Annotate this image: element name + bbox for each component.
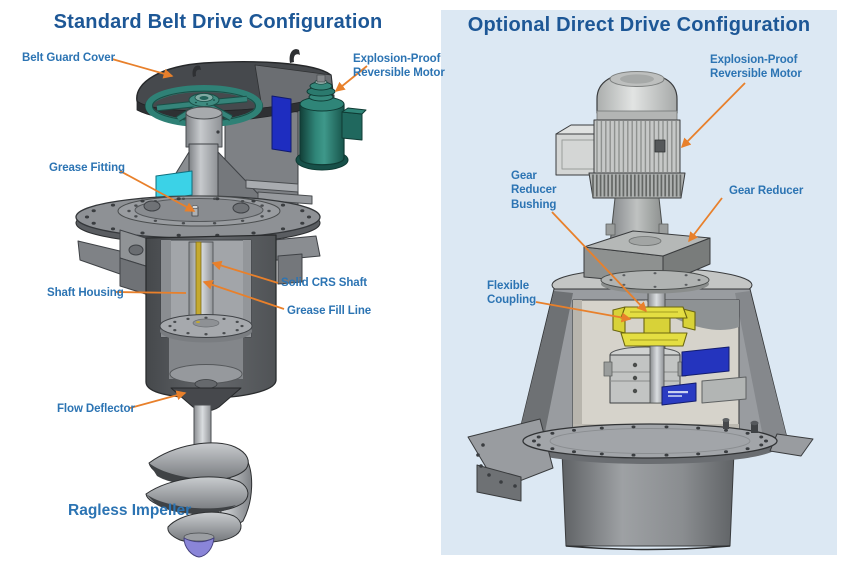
label-grease-fill-line: Grease Fill Line [287, 305, 372, 317]
dd-motor-part [555, 71, 686, 199]
leader-lines-left [111, 58, 368, 409]
label-belt-guard-cover: Belt Guard Cover [22, 52, 115, 64]
grease-fill-line-part [195, 241, 202, 322]
gear-reducer-part [583, 197, 711, 294]
lifting-hook-icon [289, 49, 300, 63]
direct-drive-illustration [467, 71, 814, 551]
lower-housing-part [561, 451, 735, 551]
left-panel-title: Standard Belt Drive Configuration [53, 11, 383, 33]
label-grease-fitting: Grease Fitting [49, 162, 125, 174]
motor-fan-ring [588, 172, 686, 199]
label-flexible-coupling: Flexible Coupling [487, 280, 537, 307]
label-gear-reducer: Gear Reducer [729, 185, 804, 197]
label-solid-crs-shaft: Solid CRS Shaft [281, 277, 368, 289]
nameplate-blue [661, 382, 697, 406]
shaft-housing-part [145, 234, 277, 399]
label-explosion-proof-motor: Explosion-Proof Reversible Motor [710, 54, 802, 81]
label-flow-deflector: Flow Deflector [57, 403, 135, 415]
label-ragless-impeller: Ragless Impeller [68, 502, 192, 519]
mounting-flange-part [75, 195, 321, 297]
nameplate-cyan [155, 170, 193, 201]
label-shaft-housing: Shaft Housing [47, 287, 124, 299]
reducer-flange-part [600, 270, 710, 294]
lifting-hole [232, 202, 250, 214]
belt-drive-illustration [75, 49, 368, 558]
nameplate-blue [271, 95, 292, 153]
grease-fitting-part [722, 418, 759, 433]
lower-flange-part [159, 314, 253, 343]
lifting-hole [143, 200, 161, 212]
ragless-impeller-part [145, 442, 253, 558]
right-panel-title: Optional Direct Drive Configuration [467, 14, 811, 36]
lifting-hook-icon [192, 65, 201, 77]
nameplate-gray [701, 376, 747, 404]
nameplate-blue [681, 346, 730, 377]
pedestal-nameplates [661, 346, 747, 406]
base-flange-part [467, 418, 814, 502]
wheel-boss-part [185, 106, 223, 148]
impeller-tip [183, 537, 215, 558]
belt-motor-part [295, 74, 367, 171]
leader-lines-right [535, 82, 746, 323]
label-gear-reducer-bushing: Gear Reducer Bushing [511, 170, 557, 211]
pulley-handwheel-part [144, 85, 264, 127]
label-explosion-proof-motor: Explosion-Proof Reversible Motor [353, 53, 445, 80]
flexible-coupling-part [612, 306, 696, 347]
